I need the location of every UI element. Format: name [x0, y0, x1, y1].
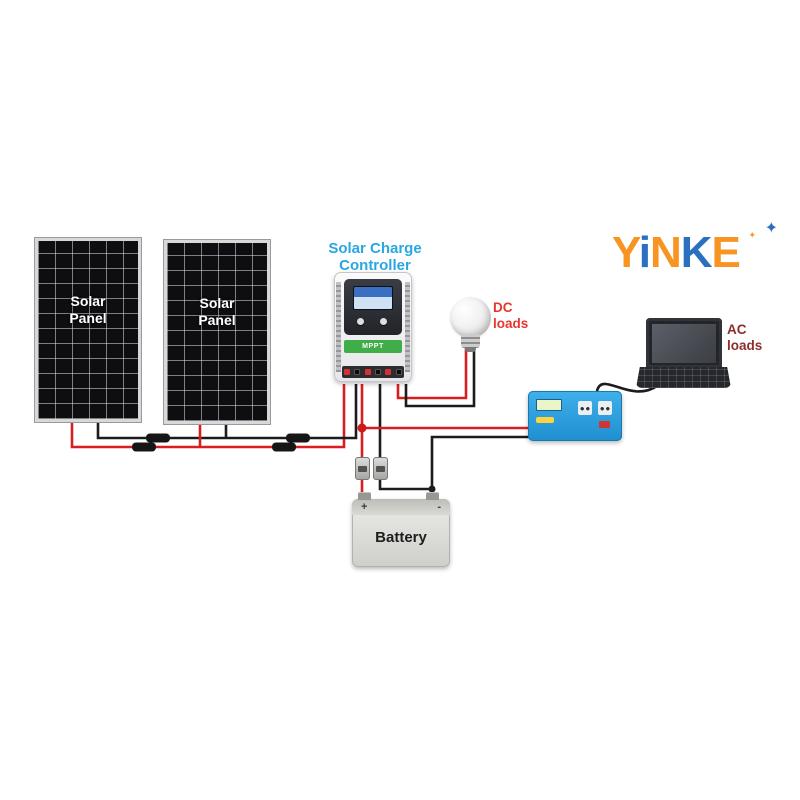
controller-face: [344, 279, 402, 335]
mc4-connector-icon: [272, 442, 296, 452]
logo-letter: K: [680, 228, 713, 277]
terminal-icon: [395, 369, 402, 375]
terminal-icon: [385, 369, 392, 375]
wire-pv-red: [70, 384, 346, 449]
solar-panel-2: Solar Panel: [163, 239, 271, 425]
solar-panel-1-label-line1: Solar: [70, 293, 106, 309]
minus-sign: -: [437, 501, 441, 513]
terminal-icon: [344, 369, 351, 375]
solar-panel-1-label-line2: Panel: [69, 310, 107, 326]
battery-positive-terminal: [358, 492, 371, 500]
battery-negative-terminal: [426, 492, 439, 500]
logo-letter: Y: [612, 228, 640, 277]
light-bulb-icon: [450, 297, 491, 338]
battery-top-cap: + -: [352, 492, 450, 515]
controller-title: Solar Charge Controller: [298, 240, 452, 274]
wire-laptop-cable: [595, 382, 658, 393]
wire-bulb-black: [404, 346, 476, 408]
controller-button-icon: [357, 318, 364, 325]
bulb-screw-base: [461, 334, 480, 348]
heatsink-fin: [336, 282, 341, 372]
wire-inverter-black: [430, 435, 530, 489]
black-junction-dot: [428, 485, 436, 493]
solar-panel-2-label-line2: Panel: [198, 312, 236, 328]
terminal-icon: [364, 369, 371, 375]
sparkle-icon: ✦: [764, 220, 778, 237]
inverter-button-icon: [536, 417, 554, 423]
terminal-icon: [354, 369, 361, 375]
ac-outlet-icon: [578, 401, 592, 415]
red-junction-dot: [357, 423, 367, 433]
mc4-connector-icon: [286, 433, 310, 443]
fuse-holder: [373, 457, 388, 480]
logo-text: YiNKE: [612, 228, 741, 277]
terminal-block: [342, 366, 404, 378]
terminal-icon: [375, 369, 382, 375]
dc-loads-line1: DC: [493, 300, 513, 315]
wire-bulb-red: [396, 346, 468, 400]
solar-panel-1: Solar Panel: [34, 237, 142, 423]
sparkle-icon: ✦: [748, 230, 756, 240]
fuse-holder: [355, 457, 370, 480]
power-switch-icon: [599, 421, 610, 428]
laptop-keyboard: [636, 367, 731, 388]
dc-loads-line2: loads: [493, 316, 529, 331]
lcd-display: [353, 286, 393, 310]
mppt-badge: MPPT: [344, 340, 402, 353]
logo-letter: i: [638, 228, 651, 277]
logo-letter: E: [711, 228, 741, 277]
charge-controller: MPPT: [334, 272, 412, 382]
mc4-connector-icon: [146, 433, 170, 443]
solar-panel-2-label-line1: Solar: [199, 295, 235, 311]
logo-letter: N: [649, 228, 682, 277]
wire-battery-black-lower: [378, 479, 434, 498]
ac-outlet-icon: [598, 401, 612, 415]
battery: + - Battery: [352, 492, 450, 567]
plus-sign: +: [361, 501, 368, 513]
ac-loads-line2: loads: [727, 338, 763, 353]
mc4-connector-icon: [132, 442, 156, 452]
ac-loads-label: AC loads: [727, 322, 775, 354]
battery-label: Battery: [375, 529, 427, 546]
dc-loads-label: DC loads: [493, 300, 549, 332]
controller-title-line2: Controller: [339, 257, 411, 274]
heatsink-fin: [405, 282, 410, 372]
controller-title-line1: Solar Charge: [328, 240, 422, 257]
inverter-display: [536, 399, 562, 411]
laptop-screen: [646, 318, 722, 368]
bulb-base-tip: [465, 347, 476, 352]
yinke-logo: YiNKE ✦ ✦: [612, 220, 784, 288]
ac-loads-line1: AC: [727, 322, 747, 337]
inverter: [528, 391, 622, 441]
controller-button-icon: [380, 318, 387, 325]
